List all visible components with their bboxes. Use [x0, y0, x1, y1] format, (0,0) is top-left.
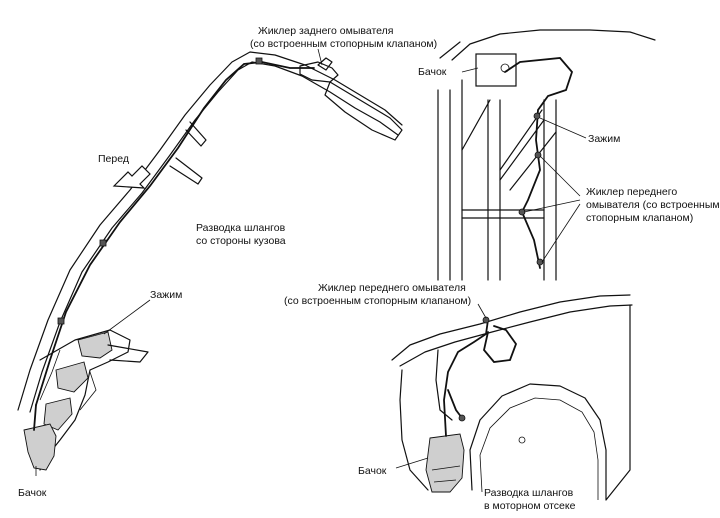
leader-rear-jet [317, 48, 323, 66]
apron-bracket-1 [77, 331, 113, 359]
washer-tank-left [23, 423, 57, 471]
apron-detail [39, 349, 97, 411]
front-apron [39, 329, 131, 471]
rear-gate-panel [324, 81, 403, 141]
label-engine-hoses-1: Разводка шлангов [484, 487, 574, 499]
label-front-direction: Перед [98, 153, 129, 165]
hose-loop [483, 325, 518, 363]
leader-front-jet-a-2 [523, 199, 581, 213]
rear-inner-panel [437, 29, 656, 281]
hood-edge-inner [399, 304, 633, 367]
label-front-jet-a-1: Жиклер переднего [586, 186, 677, 198]
label-rear-jet-2: (со встроенным стопорным клапаном) [250, 38, 437, 50]
label-engine-hoses-2: в моторном отсеке [484, 500, 576, 512]
fender-outline [469, 304, 631, 501]
hose-clip-2 [255, 57, 263, 65]
apron-left [399, 369, 429, 491]
label-clamp-right: Зажим [588, 133, 620, 145]
label-front-jet-b-2: (со встроенным стопорным клапаном) [284, 295, 471, 307]
leader-tank-top [461, 67, 479, 73]
label-tank-bottom: Бачок [358, 465, 387, 477]
engine-bay-assembly [391, 294, 633, 501]
washer-tank-top [475, 53, 517, 87]
c-pillar-stub [185, 121, 207, 147]
jet-top-3 [536, 258, 544, 266]
label-body-hoses-2: со стороны кузова [196, 235, 286, 247]
front-jet-nozzle [482, 316, 490, 324]
diagonal-braces [461, 99, 543, 171]
label-tank-left: Бачок [18, 487, 47, 499]
rear-roof-curve [451, 29, 656, 61]
leader-front-jet-a-3 [541, 203, 581, 263]
hose-clip-bay [458, 414, 466, 422]
leader-tank-bottom [395, 457, 429, 469]
label-front-jet-a-2: омывателя (со встроенным [586, 199, 720, 211]
roof-rail-outer [17, 51, 403, 411]
apron-bracket-2 [55, 361, 89, 393]
hose-clip-1 [99, 239, 107, 247]
rear-jet-nozzle [317, 57, 333, 71]
label-front-jet-b-1: Жиклер переднего омывателя [318, 282, 466, 294]
tank-ribs [431, 465, 461, 483]
fender-bolt [518, 436, 526, 444]
label-tank-top: Бачок [418, 66, 447, 78]
label-body-hoses-1: Разводка шлангов [196, 222, 286, 234]
engine-bay-hose [443, 319, 489, 437]
hose-drop [447, 389, 463, 419]
rear-panel-hose [504, 57, 574, 269]
apron-inner [435, 349, 453, 421]
apron-flange [107, 344, 149, 363]
washer-tank-bottom [425, 433, 465, 493]
label-front-jet-a-3: стопорным клапаном) [586, 212, 693, 224]
roof-rail-inner [29, 61, 399, 413]
hose-clip-3 [57, 317, 65, 325]
label-rear-jet-1: Жиклер заднего омывателя [258, 25, 393, 37]
apron-bracket-3 [43, 397, 73, 431]
wheel-arch-inner [479, 397, 599, 500]
b-pillar-stub [169, 157, 203, 185]
leader-clamp-left [103, 299, 151, 335]
front-direction-arrow [112, 165, 151, 189]
jet-top-1 [534, 151, 542, 159]
tank-feed-hose-left [33, 404, 37, 431]
leader-clamp-right [539, 117, 587, 139]
cross-member [461, 209, 545, 219]
rear-roof-corner [439, 41, 461, 59]
hood-edge [391, 294, 631, 361]
label-clamp-left: Зажим [150, 289, 182, 301]
clamp-top [533, 112, 541, 120]
body-side-assembly [17, 51, 403, 471]
leader-front-jet-a-1 [539, 155, 581, 197]
leader-front-jet-b [477, 303, 487, 319]
